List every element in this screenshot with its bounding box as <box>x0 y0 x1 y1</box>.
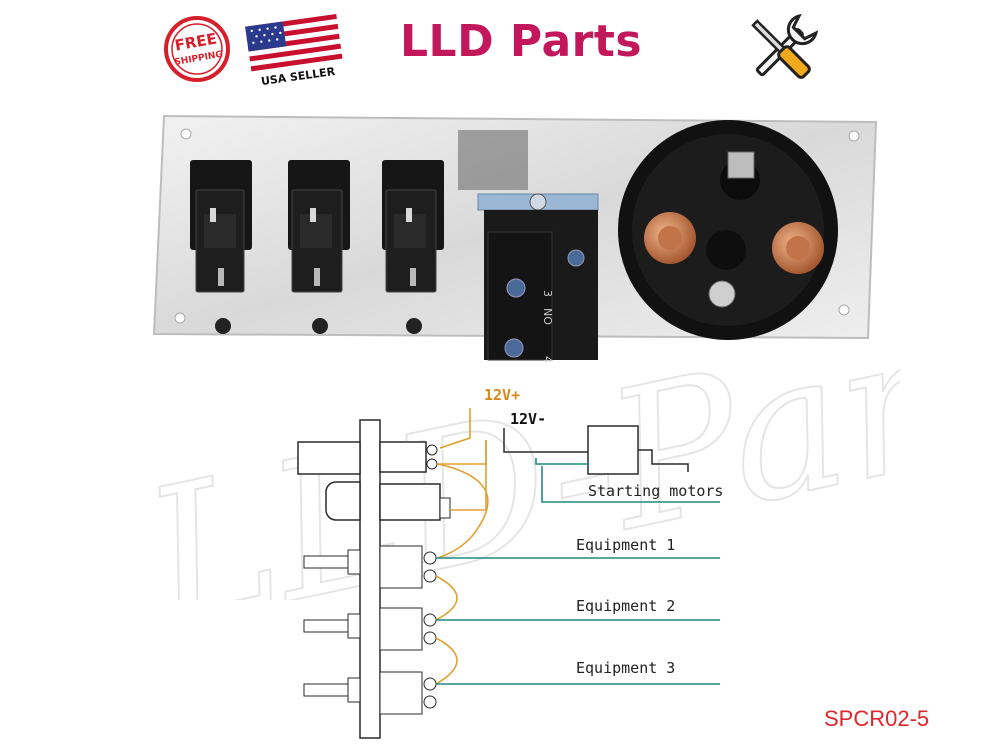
starter-relay <box>587 425 639 475</box>
mount-hole <box>174 312 186 324</box>
toggle-switch-1 <box>190 160 252 334</box>
equipment-3-label: Equipment 3 <box>576 659 675 677</box>
toggle-switch-2 <box>288 160 350 334</box>
starter-label: Starting motors <box>588 482 723 500</box>
disconnect-terminal-b <box>426 458 438 470</box>
usa-flag-icon: USA SELLER <box>245 14 343 86</box>
toggle-switch-3 <box>382 160 444 334</box>
disconnect-body <box>379 441 427 473</box>
mount-hole <box>180 128 192 140</box>
start-push-button-block: 3 NO 4 <box>458 130 599 363</box>
starter-relay-post <box>638 449 689 472</box>
battery-disconnect-switch <box>618 120 838 340</box>
disconnect-terminal-a <box>426 444 438 456</box>
terminal-label-no: NO <box>541 308 554 325</box>
model-code: SPCR02-5 <box>824 706 930 731</box>
diagram-toggle-1 <box>303 545 437 589</box>
brand-title: LLD Parts <box>400 16 643 67</box>
free-shipping-badge-icon: FREE SHIPPING <box>164 16 230 82</box>
terminal-label-3: 3 <box>541 290 554 297</box>
tools-icon <box>751 13 819 79</box>
push-button-body <box>379 483 441 521</box>
switch-panel-photo: 3 NO 4 <box>152 114 878 363</box>
equipment-1-label: Equipment 1 <box>576 536 675 554</box>
positive-label: 12V+ <box>484 386 520 404</box>
panel-edge <box>359 419 381 739</box>
diagram-toggle-2 <box>303 607 437 651</box>
positive-wiring <box>435 408 489 685</box>
equipment-2-label: Equipment 2 <box>576 597 675 615</box>
mount-hole <box>848 130 860 142</box>
negative-wire <box>503 428 588 453</box>
disconnect-knob <box>297 441 361 475</box>
diagram-toggle-3 <box>303 671 437 715</box>
push-button-terminals <box>439 497 451 519</box>
terminal-label-4: 4 <box>541 356 554 363</box>
negative-label: 12V- <box>510 410 546 428</box>
output-wiring <box>436 458 720 685</box>
mount-hole <box>838 304 850 316</box>
wiring-diagram: 12V+ 12V- Starting motors Equipment 1 Eq… <box>297 386 723 739</box>
push-button-cap <box>325 481 361 521</box>
